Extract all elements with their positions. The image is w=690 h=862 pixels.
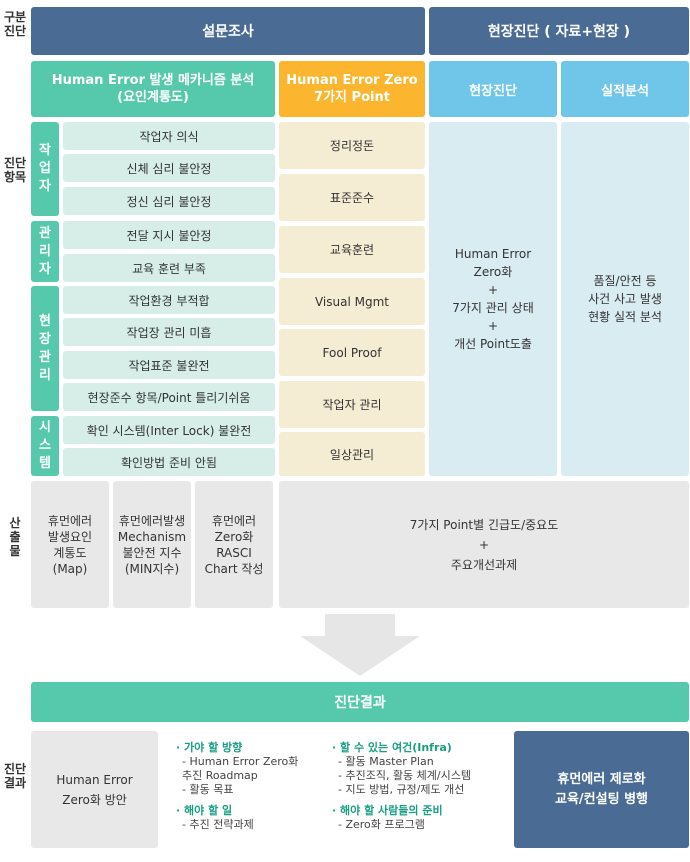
result-item-organization: - 추진조직, 활동 체계/시스템 — [338, 769, 471, 782]
result-item-goal: - 활동 목표 — [182, 783, 234, 796]
output-rasci-chart: 휴먼에러 Zero화 RASCI Chart 작성 — [195, 481, 273, 608]
item-manager-instruction: 전달 지시 불안정 — [63, 221, 275, 249]
zero-point-daily: 일상관리 — [279, 432, 425, 476]
result-heading-infra: · 할 수 있는 여건(Infra) — [332, 741, 452, 754]
header-field: 현장진단 ( 자료+현장 ) — [429, 7, 689, 55]
result-item-master-plan: - 활동 Master Plan — [338, 755, 434, 768]
category-system: 시 스 템 — [31, 416, 59, 476]
result-item-roadmap: - Human Error Zero화 추진 Roadmap — [182, 755, 299, 782]
item-field-environment: 작업환경 부적합 — [63, 286, 275, 314]
side-label-outputs: 산 출 물 — [9, 516, 21, 558]
zero-point-standard: 표준준수 — [279, 174, 425, 221]
side-label-result: 진단 결과 — [3, 762, 27, 790]
zero-point-foolproof: Fool Proof — [279, 329, 425, 376]
result-heading-people: · 해야 할 사람들의 준비 — [332, 804, 443, 817]
item-worker-mental: 정신 심리 불안정 — [63, 187, 275, 215]
result-item-strategy: - 추진 전략과제 — [182, 818, 254, 831]
side-label-items: 진단 항목 — [3, 156, 27, 184]
zero-point-organize: 정리정돈 — [279, 122, 425, 169]
side-label-category: 구분 진단 — [3, 10, 27, 38]
down-arrow-icon — [300, 614, 420, 676]
category-field-mgmt: 현 장 관 리 — [31, 286, 59, 411]
category-worker: 작 업 자 — [31, 122, 59, 216]
result-column-direction: · 가야 할 방향 - Human Error Zero화 추진 Roadmap… — [176, 740, 326, 832]
performance-analysis-text: 품질/안전 등 사건 사고 발생 현황 실적 분석 — [561, 122, 689, 476]
item-worker-awareness: 작업자 의식 — [63, 122, 275, 150]
result-bar: 진단결과 — [31, 682, 689, 722]
header-performance: 실적분석 — [561, 61, 689, 117]
item-manager-training: 교육 훈련 부족 — [63, 254, 275, 282]
result-zero-plan: Human Error Zero화 방안 — [31, 731, 158, 848]
output-factor-map: 휴먼에러 발생요인 계통도 (Map) — [31, 481, 109, 608]
header-zero-points: Human Error Zero 7가지 Point — [279, 61, 425, 117]
item-field-compliance: 현장준수 항목/Point 틀리기쉬움 — [63, 383, 275, 411]
zero-point-worker-mgmt: 작업자 관리 — [279, 381, 425, 428]
output-priority-tasks: 7가지 Point별 긴급도/중요도 + 주요개선과제 — [279, 481, 689, 608]
result-item-guidance: - 지도 방법, 규정/제도 개선 — [338, 783, 465, 796]
field-diagnosis-text: Human Error Zero화 + 7가지 관리 상태 + 개선 Point… — [429, 122, 557, 476]
result-education-consulting: 휴먼에러 제로화 교육/컨설팅 병행 — [514, 731, 689, 848]
header-mechanism: Human Error 발생 메카니즘 분석 (요인계통도) — [31, 61, 275, 117]
item-field-standard: 작업표준 불완전 — [63, 351, 275, 379]
result-item-program: - Zero화 프로그램 — [338, 818, 425, 831]
zero-point-visual: Visual Mgmt — [279, 278, 425, 325]
item-worker-physical: 신체 심리 불안정 — [63, 154, 275, 182]
output-min-index: 휴먼에러발생 Mechanism 불안전 지수 (MIN지수) — [113, 481, 191, 608]
item-system-interlock: 확인 시스템(Inter Lock) 불완전 — [63, 416, 275, 444]
item-field-workplace: 작업장 관리 미흡 — [63, 318, 275, 346]
category-manager: 관 리 자 — [31, 221, 59, 282]
item-system-method: 확인방법 준비 안됨 — [63, 448, 275, 476]
result-heading-todo: · 해야 할 일 — [176, 804, 233, 817]
zero-point-training: 교육훈련 — [279, 226, 425, 273]
result-heading-direction: · 가야 할 방향 — [176, 741, 243, 754]
header-field-diag: 현장진단 — [429, 61, 557, 117]
header-survey: 설문조사 — [31, 7, 425, 55]
result-column-infra: · 할 수 있는 여건(Infra) - 활동 Master Plan - 추진… — [332, 740, 512, 832]
